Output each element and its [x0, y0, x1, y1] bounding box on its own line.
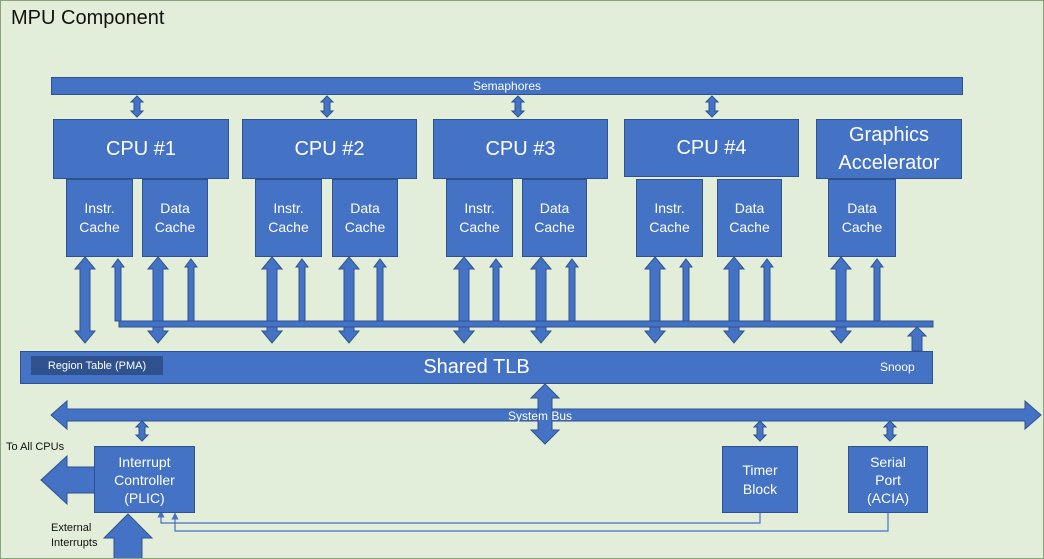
- semaphore-arrow-cpu3: [510, 95, 526, 118]
- external-interrupts-label: External Interrupts: [51, 522, 98, 549]
- cache-tlb-arrow-8: [722, 256, 746, 344]
- shared-tlb-label: Shared TLB: [423, 356, 530, 378]
- diagram-title: MPU Component: [11, 7, 165, 29]
- external-interrupts-arrow: [102, 513, 154, 558]
- serial-port-block: Serial Port (ACIA): [848, 446, 928, 513]
- plic-bus-arrow: [134, 420, 150, 442]
- cpu-2-data-cache: Data Cache: [332, 179, 398, 257]
- cpu-4-instr-cache: Instr. Cache: [636, 179, 703, 257]
- snoop-bus-line: [118, 320, 934, 328]
- cache-tlb-arrow-2: [146, 256, 170, 344]
- cache-tlb-arrow-9: [829, 256, 853, 344]
- tlb-bus-arrow: [529, 383, 561, 445]
- cache-tlb-arrow-5: [452, 256, 476, 344]
- semaphore-arrow-cpu2: [319, 95, 335, 118]
- cache-tlb-arrow-1: [73, 256, 97, 344]
- cache-tlb-arrow-6: [529, 256, 553, 344]
- cpu-1-data-cache: Data Cache: [142, 179, 208, 257]
- cache-tlb-arrow-7: [643, 256, 667, 344]
- interrupt-controller-block: Interrupt Controller (PLIC): [94, 446, 195, 513]
- snoop-line-4: [373, 258, 387, 322]
- snoop-line-9: [870, 258, 884, 322]
- cpu-1-instr-cache: Instr. Cache: [66, 179, 133, 257]
- shared-tlb-block: Shared TLB: [20, 351, 933, 384]
- snoop-line-6: [565, 258, 579, 322]
- snoop-label: Snoop: [880, 360, 915, 374]
- cpu-3-block: CPU #3: [433, 119, 608, 179]
- cpu-2-instr-cache: Instr. Cache: [255, 179, 322, 257]
- to-all-cpus-arrow: [40, 454, 96, 506]
- graphics-accelerator-block: Graphics Accelerator: [816, 119, 962, 179]
- snoop-line-2: [184, 258, 198, 322]
- cpu-2-block: CPU #2: [242, 119, 417, 179]
- cpu-4-data-cache: Data Cache: [717, 179, 782, 257]
- timer-bus-arrow: [752, 420, 768, 442]
- system-bus-label: System Bus: [508, 409, 573, 423]
- snoop-line-7: [679, 258, 693, 322]
- snoop-line-8: [760, 258, 774, 322]
- cpu-3-instr-cache: Instr. Cache: [446, 179, 513, 257]
- semaphore-arrow-cpu1: [129, 95, 145, 118]
- snoop-line-1: [111, 258, 125, 322]
- region-table-box: Region Table (PMA): [31, 356, 163, 375]
- cache-tlb-arrow-4: [337, 256, 361, 344]
- semaphore-arrow-cpu4: [704, 95, 720, 118]
- cache-tlb-arrow-3: [260, 256, 284, 344]
- to-all-cpus-label: To All CPUs: [6, 441, 65, 453]
- snoop-up-arrow: [906, 326, 928, 352]
- serial-bus-arrow: [882, 420, 898, 442]
- cpu-1-block: CPU #1: [53, 119, 229, 179]
- semaphores-label: Semaphores: [473, 79, 542, 93]
- cpu-3-data-cache: Data Cache: [522, 179, 587, 257]
- cpu-4-block: CPU #4: [624, 119, 799, 177]
- graphics-data-cache: Data Cache: [828, 179, 896, 257]
- serial-interrupt-wire: [171, 512, 889, 532]
- snoop-line-3: [295, 258, 309, 322]
- timer-interrupt-wire: [157, 510, 761, 524]
- semaphores-bar: [51, 77, 963, 95]
- region-table-label: Region Table (PMA): [47, 359, 147, 372]
- snoop-line-5: [489, 258, 503, 322]
- timer-block: Timer Block: [722, 446, 798, 513]
